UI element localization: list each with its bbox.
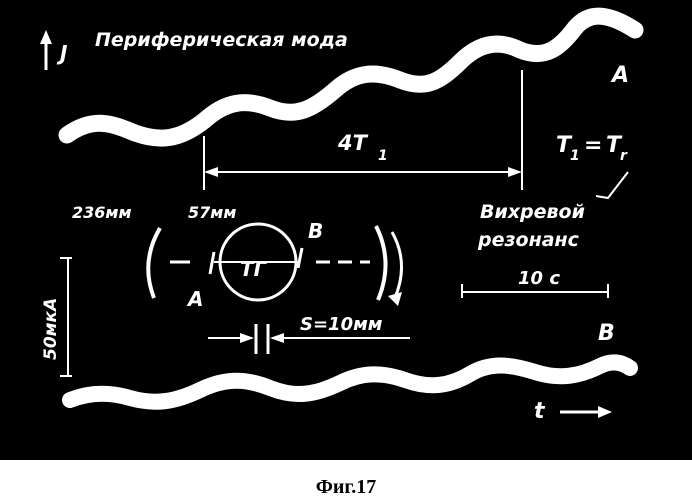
- resonance-condition-eq: =: [584, 133, 602, 158]
- trace-a-label: A: [610, 63, 629, 88]
- time-scale-label: 10 с: [518, 268, 560, 289]
- period-label-subscript: 1: [378, 148, 388, 164]
- gap-label: S=10мм: [300, 314, 383, 335]
- mode-title: Периферическая мода: [95, 29, 348, 51]
- vortex-resonance-line-1: Вихревой: [480, 201, 585, 223]
- distance-left-label: 236мм: [72, 203, 132, 222]
- trace-b-label: B: [598, 321, 615, 346]
- vortex-resonance-line-2: резонанс: [477, 229, 580, 251]
- current-scale-label: 50мкА: [41, 298, 61, 360]
- probe-a-label: A: [186, 287, 203, 311]
- distance-right-label: 57мм: [188, 203, 236, 222]
- time-axis-label: t: [534, 399, 546, 424]
- electrode-label: ТГ: [240, 257, 268, 281]
- resonance-condition-rhs-sub: r: [620, 148, 628, 164]
- probe-b-label: B: [308, 219, 323, 243]
- resonance-condition-lhs-sub: 1: [570, 148, 580, 164]
- period-label: 4T: [337, 131, 369, 155]
- figure-caption: Фиг.17: [316, 476, 377, 498]
